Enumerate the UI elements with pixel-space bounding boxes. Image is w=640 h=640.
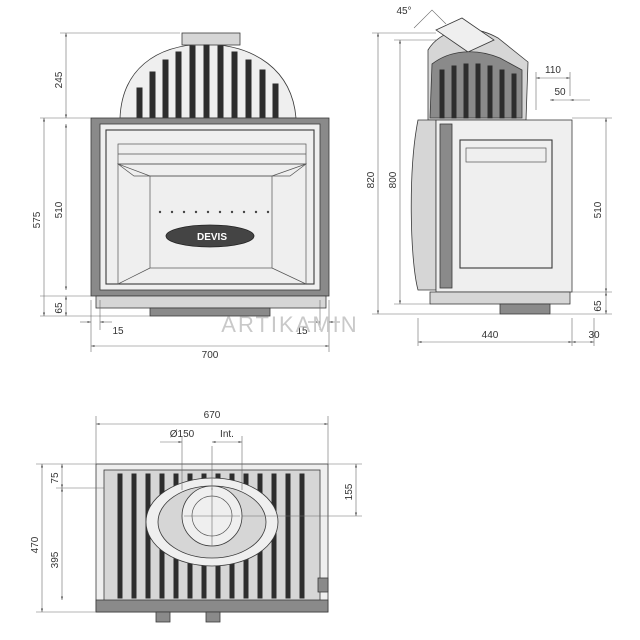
dim-side-offset: 15 [112,326,124,337]
side-base [429,291,571,305]
dim-side-base-height: 65 [593,300,604,312]
side-door-window [459,139,553,269]
dim-front-width: 700 [202,350,219,361]
side-top-fins [439,63,517,119]
top-front-frame [95,599,329,613]
front-firebox: DEVIS [116,143,308,285]
front-base [95,295,327,309]
top-side-lever [317,577,329,593]
top-dimensions [36,416,362,613]
front-convector-dome [119,32,297,119]
side-view: 45° 820 800 110 50 510 65 440 30 [366,6,612,346]
side-convector-top [427,17,529,121]
side-door-deflector [465,147,547,163]
side-feet [499,303,551,315]
dim-depth: 440 [482,330,499,341]
side-rear-jacket [410,119,437,291]
dim-right-offset: 15 [296,326,308,337]
dim-top-flue-offset: 155 [344,483,355,500]
watermark-text: ARTIKAMIN [221,312,358,337]
front-base-feet [149,307,271,317]
brand-logo-text: DEVIS [197,232,227,243]
top-view: 670 Ø150 Int. 75 470 395 155 [30,410,362,623]
dim-side-door-height: 510 [593,201,604,218]
dim-inner-height: 800 [388,171,399,188]
dim-flue-offset: 50 [554,87,566,98]
dim-outer-height: 820 [366,171,377,188]
dim-front-depth: 75 [50,472,61,484]
dim-rear-offset: 30 [588,330,600,341]
front-air-holes [158,210,270,214]
side-dimensions [372,9,612,346]
dim-top-width: 670 [204,410,221,421]
top-foot-right [205,611,221,623]
dim-body-depth: 395 [50,551,61,568]
dim-door-height: 510 [54,201,65,218]
side-front-frame [439,123,453,289]
top-foot-left [155,611,171,623]
dim-intake: Int. [220,429,234,440]
dim-overall-depth: 470 [30,536,41,553]
front-dimensions [40,32,340,352]
front-door-frame [99,123,321,291]
dim-angle: 45° [396,6,411,17]
front-glass [105,129,315,285]
dim-flue-width: 110 [545,65,561,76]
dim-flue-diameter: Ø150 [170,429,195,440]
dim-top-height: 245 [54,71,65,88]
brand-logo-badge [165,224,255,248]
dim-overall-height: 575 [32,211,43,228]
side-body [435,119,573,293]
dim-base-height: 65 [54,302,65,314]
front-view: DEVIS 245 575 510 65 15 [32,32,340,361]
